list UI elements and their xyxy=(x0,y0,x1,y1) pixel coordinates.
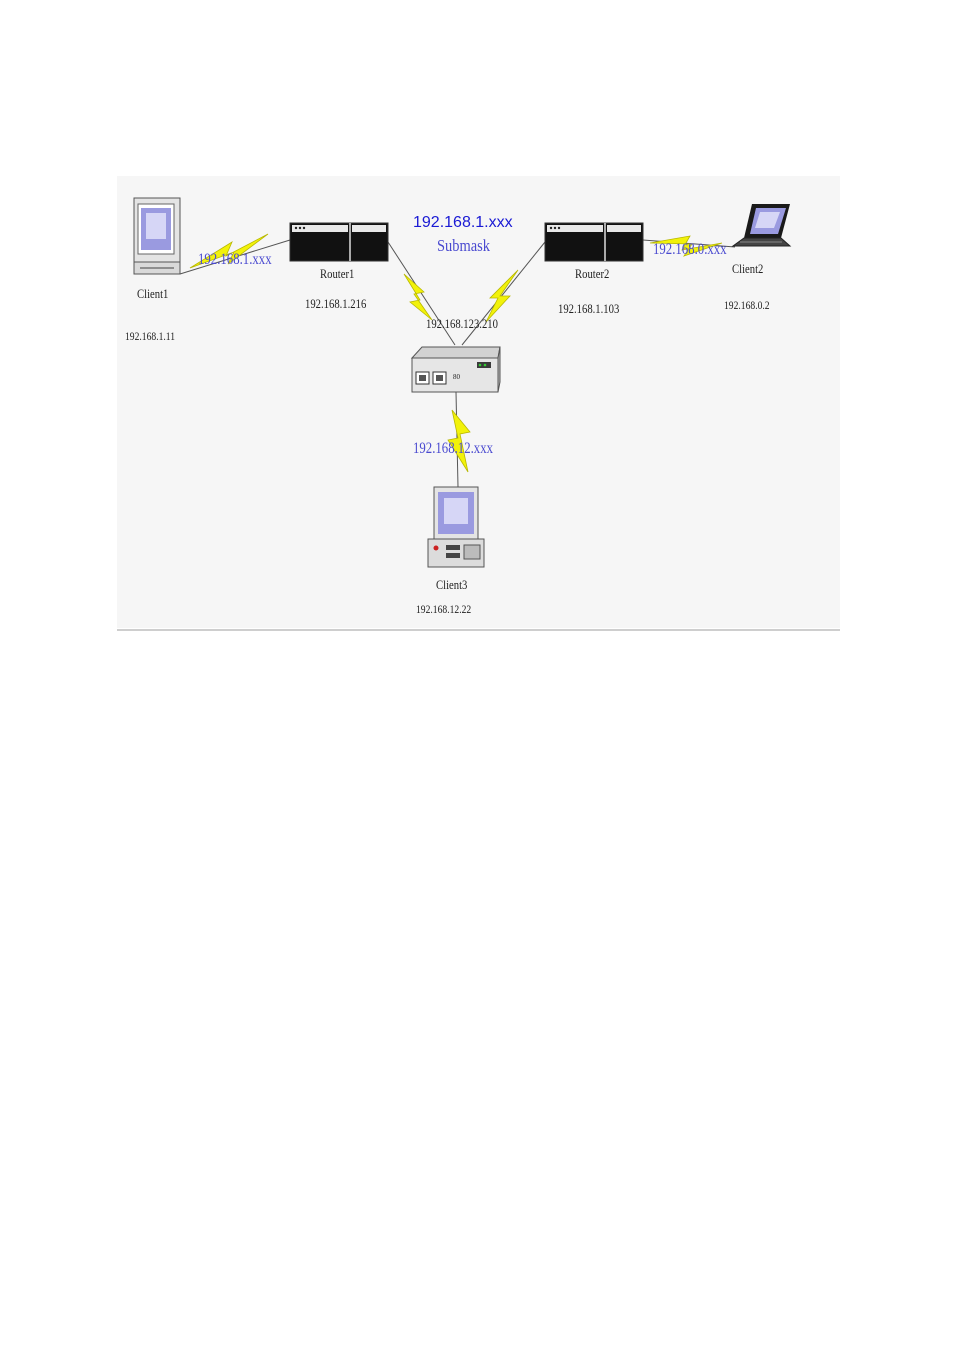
client3-computer-icon xyxy=(427,486,485,568)
router1-ip: 192.168.1.216 xyxy=(305,296,367,311)
router1-name: Router1 xyxy=(320,266,355,281)
router2-name: Router2 xyxy=(575,266,610,281)
client2-name: Client2 xyxy=(732,261,764,276)
client3-name: Client3 xyxy=(436,577,468,592)
link-label-router2-client2: 192.168.0.xxx xyxy=(653,241,727,258)
router2-ip: 192.168.1.103 xyxy=(558,301,620,316)
link-label-hub-client3: 192.168.12.xxx xyxy=(413,440,493,457)
diagram-subtitle: Submask xyxy=(437,236,490,255)
hub-ip: 192.168.123.210 xyxy=(426,316,498,331)
link-label-client1-router1: 192.168.1.xxx xyxy=(198,251,272,268)
lightning-icons xyxy=(189,233,723,473)
client3-ip: 192.168.12.22 xyxy=(416,602,472,616)
router1-icon xyxy=(289,222,389,262)
lightning-icon xyxy=(485,269,519,323)
client2-ip: 192.168.0.2 xyxy=(724,298,770,312)
lightning-icon xyxy=(403,273,433,321)
diagram-title: 192.168.1.xxx xyxy=(413,214,513,231)
lightning-icon xyxy=(649,235,723,257)
hub-device-icon xyxy=(410,346,501,393)
client1-ip: 192.168.1.11 xyxy=(125,329,176,343)
lightning-icon xyxy=(447,409,471,473)
client2-laptop-icon xyxy=(731,204,792,247)
router2-icon xyxy=(544,222,644,262)
hub-port-label: 80 xyxy=(453,373,460,381)
lightning-icon xyxy=(189,233,269,269)
client1-name: Client1 xyxy=(137,286,169,301)
client1-computer-icon xyxy=(133,197,181,275)
